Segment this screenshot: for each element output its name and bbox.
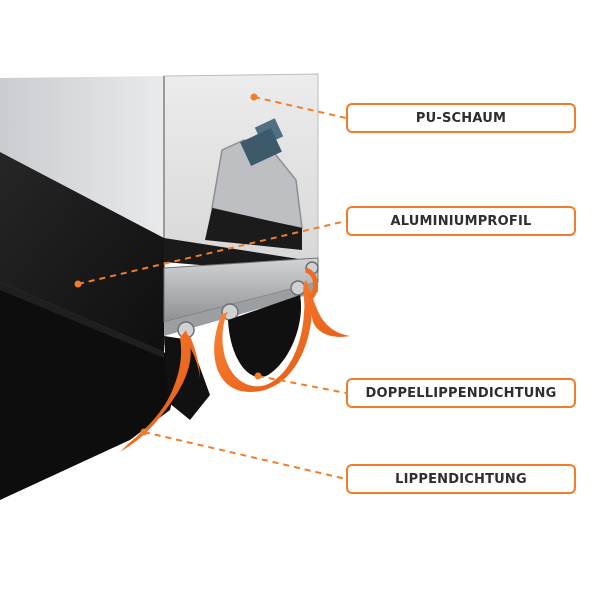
label-text: LIPPENDICHTUNG bbox=[395, 471, 527, 487]
label-aluminiumprofil: ALUMINIUMPROFIL bbox=[346, 206, 576, 236]
label-text: ALUMINIUMPROFIL bbox=[390, 213, 532, 229]
label-doppellippendichtung: DOPPELLIPPENDICHTUNG bbox=[346, 378, 576, 408]
fastener-icon bbox=[240, 118, 284, 166]
aluminium-profile bbox=[163, 257, 319, 339]
brush-strip bbox=[0, 282, 180, 500]
label-text: PU-SCHAUM bbox=[415, 110, 507, 126]
label-pu-schaum: PU-SCHAUM bbox=[346, 103, 576, 133]
seal-carrier bbox=[164, 295, 302, 420]
callout-pu-schaum bbox=[250, 93, 347, 119]
double-lip-seal bbox=[214, 267, 350, 392]
door-panel-face bbox=[0, 76, 164, 238]
callout-lippendichtung bbox=[140, 428, 347, 480]
aluminium-insert bbox=[205, 139, 303, 250]
label-text: DOPPELLIPPENDICHTUNG bbox=[365, 385, 557, 401]
callout-doppellippendichtung bbox=[254, 372, 347, 394]
lip-seal bbox=[120, 330, 200, 452]
label-lippendichtung: LIPPENDICHTUNG bbox=[346, 464, 576, 494]
callout-aluminiumprofil bbox=[74, 220, 347, 288]
